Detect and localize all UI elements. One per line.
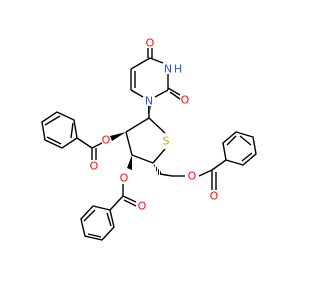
molecule-structure: O N H O N S O O O O O O [41,37,257,241]
atom-o-ester5-link: O [188,170,197,183]
hashed-bond-c4 [153,163,162,175]
benzoyl-left [41,111,103,160]
atom-o-ester2-link: O [102,134,111,147]
atom-o-ester3-link: O [120,172,129,185]
atom-o-uracil-right: O [181,94,190,107]
atom-n-uracil-n1: N [145,95,153,108]
atom-o-ester2-carbonyl: O [90,160,99,173]
atom-o-uracil-top: O [146,37,155,50]
wedge-bond-c3 [127,155,132,170]
hashed-bond-c1 [147,106,151,118]
atom-o-ester3-carbonyl: O [138,200,147,213]
atom-h-uracil-nh: H [174,63,182,76]
atom-s-ring: S [163,135,170,148]
thiolane-ring [125,117,166,164]
benzoyl-bottom [80,184,137,241]
wedge-bond-c2 [110,132,126,141]
benzoyl-right [159,131,257,190]
uracil-ring [130,48,181,118]
atom-n-uracil-nh: N [164,63,172,76]
molecule-canvas: O N H O N S O O O O O O [41,36,257,241]
atom-o-ester5-carbonyl: O [210,190,219,203]
